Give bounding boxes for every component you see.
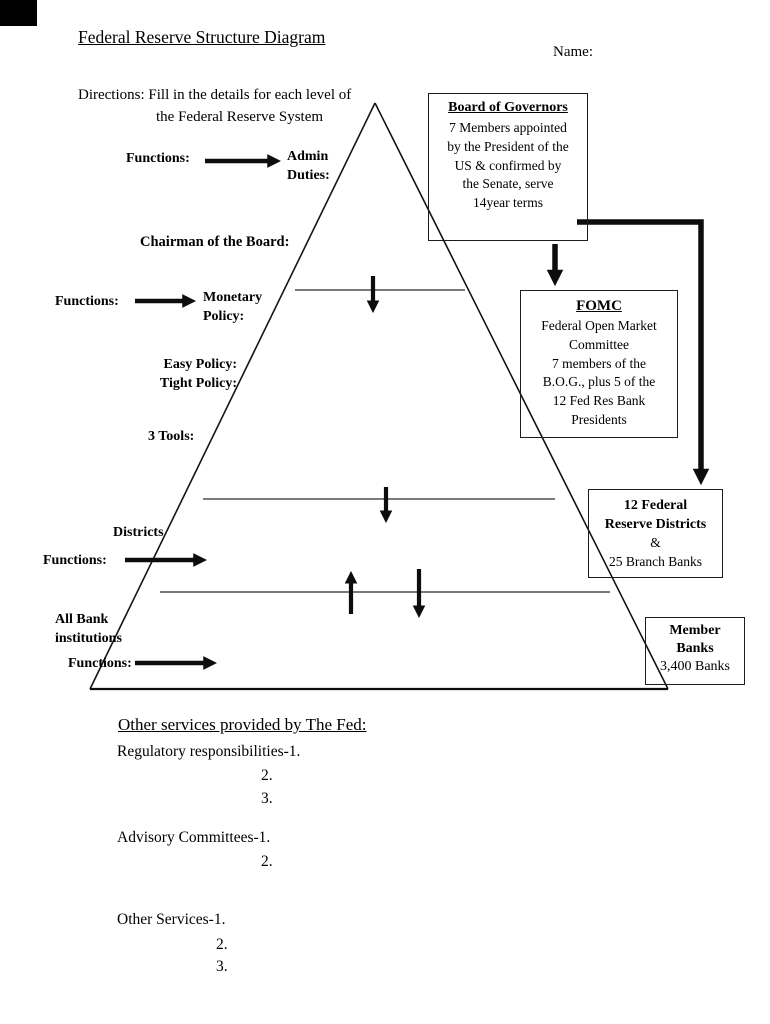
advisory-committees-label: Advisory Committees-1.	[117, 829, 271, 846]
districts-label: Districts	[113, 525, 164, 540]
monetary-policy-label: Monetary Policy:	[203, 290, 263, 324]
policy-labels-block: Easy Policy: Tight Policy:	[120, 356, 237, 393]
tight-policy-label: Tight Policy:	[159, 375, 237, 391]
triangle-left-side	[89, 102, 376, 690]
member-banks-title: Member Banks	[669, 623, 721, 656]
other-services-item-3: 3.	[216, 958, 228, 975]
districts-title: 12 Federal Reserve Districts	[604, 498, 707, 532]
admin-duties-label: Admin Duties:	[287, 149, 330, 183]
other-services-item-2: 2.	[216, 936, 228, 953]
functions-districts-label: Functions:	[43, 553, 107, 568]
three-tools-label: 3 Tools:	[148, 429, 195, 444]
name-field-label: Name:	[553, 44, 593, 60]
functions-top-label: Functions:	[126, 151, 190, 166]
all-bank-institutions-label: All Bank institutions	[55, 612, 122, 646]
member-banks-body: 3,400 Banks	[660, 659, 730, 674]
districts-box: 12 Federal Reserve Districts & 25 Branch…	[588, 489, 723, 578]
other-services-label: Other Services-1.	[117, 911, 226, 928]
directions-line1: Directions: Fill in the details for each…	[78, 87, 352, 103]
fomc-body: Federal Open Market Committee 7 members …	[541, 318, 657, 427]
regulatory-item-3: 3.	[261, 790, 273, 807]
regulatory-item-2: 2.	[261, 767, 273, 784]
easy-policy-label: Easy Policy:	[163, 357, 238, 372]
fomc-box: FOMC Federal Open Market Committee 7 mem…	[520, 290, 678, 438]
chairman-label: Chairman of the Board:	[140, 234, 290, 250]
functions-banks-label: Functions:	[68, 656, 132, 671]
functions-mid-label: Functions:	[55, 294, 119, 309]
member-banks-box: Member Banks 3,400 Banks	[645, 617, 745, 685]
board-of-governors-box: Board of Governors 7 Members appointed b…	[428, 93, 588, 241]
page-title: Federal Reserve Structure Diagram	[78, 27, 326, 47]
board-of-governors-title: Board of Governors	[448, 100, 568, 115]
advisory-item-2: 2.	[261, 853, 273, 870]
regulatory-responsibilities-label: Regulatory responsibilities-1.	[117, 743, 301, 760]
board-of-governors-body: 7 Members appointed by the President of …	[447, 120, 569, 211]
districts-body: & 25 Branch Banks	[609, 535, 702, 569]
other-services-heading: Other services provided by The Fed:	[118, 715, 367, 734]
scan-artifact-corner	[0, 0, 37, 26]
directions-line2: the Federal Reserve System	[156, 109, 324, 125]
fomc-title: FOMC	[576, 298, 622, 314]
